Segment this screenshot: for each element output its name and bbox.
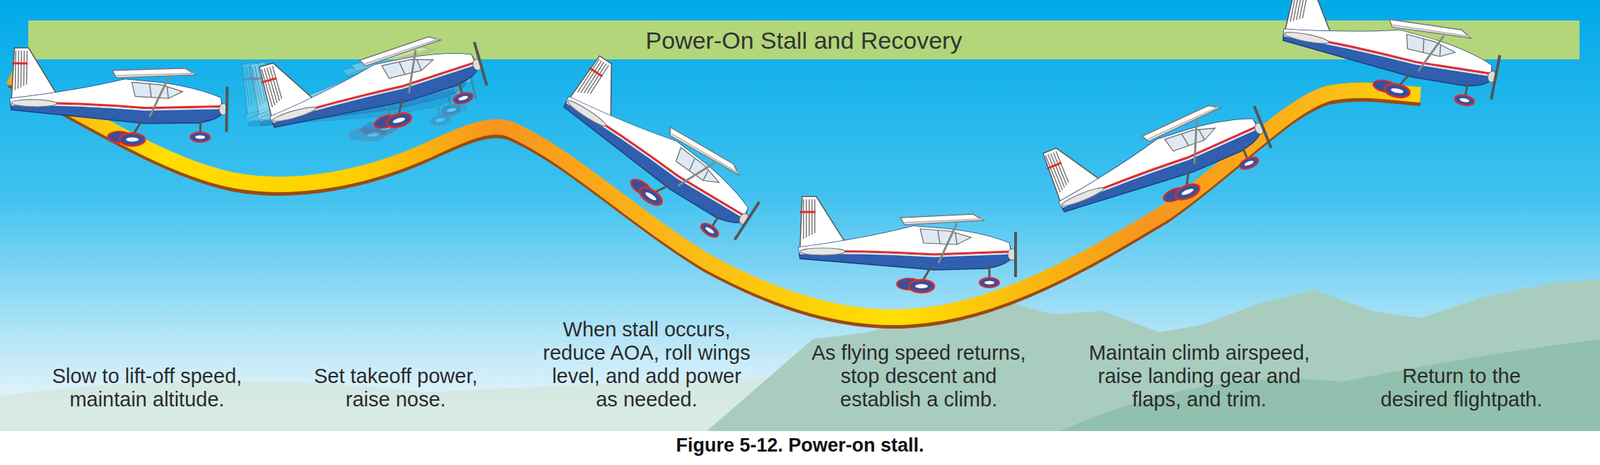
step-slot: Slow to lift-off speed, maintain altitud…	[37, 364, 257, 412]
airplane	[255, 7, 493, 161]
airplane	[1274, 0, 1508, 116]
mountains	[706, 279, 1600, 432]
airplane	[1039, 72, 1278, 244]
figure-caption: Figure 5-12. Power-on stall.	[0, 433, 1600, 457]
airplane	[544, 53, 780, 254]
step-slot: As flying speed returns, stop descent an…	[798, 341, 1039, 412]
airplane	[9, 47, 229, 147]
step-slot: Set takeoff power, raise nose.	[298, 364, 494, 412]
step-label: As flying speed returns, stop descent an…	[798, 341, 1039, 412]
caption-slot: Figure 5-12. Power-on stall.	[0, 433, 1600, 457]
near-hills	[1060, 339, 1600, 432]
caption-ground	[0, 431, 1600, 465]
step-slot: Return to the desired flightpath.	[1369, 364, 1554, 412]
step-label: Set takeoff power, raise nose.	[298, 364, 494, 412]
step-label: Return to the desired flightpath.	[1369, 364, 1554, 412]
step-label: Maintain climb airspeed, raise landing g…	[1075, 341, 1323, 412]
step-label: Slow to lift-off speed, maintain altitud…	[37, 364, 257, 412]
title: Power-On Stall and Recovery	[645, 26, 963, 55]
step-slot: When stall occurs, reduce AOA, roll wing…	[542, 318, 752, 412]
title-slot: Power-On Stall and Recovery	[28, 20, 1580, 60]
sky	[0, 0, 1600, 432]
step-label: When stall occurs, reduce AOA, roll wing…	[542, 318, 752, 412]
step-slot: Maintain climb airspeed, raise landing g…	[1075, 341, 1323, 412]
airplane	[798, 196, 1017, 293]
